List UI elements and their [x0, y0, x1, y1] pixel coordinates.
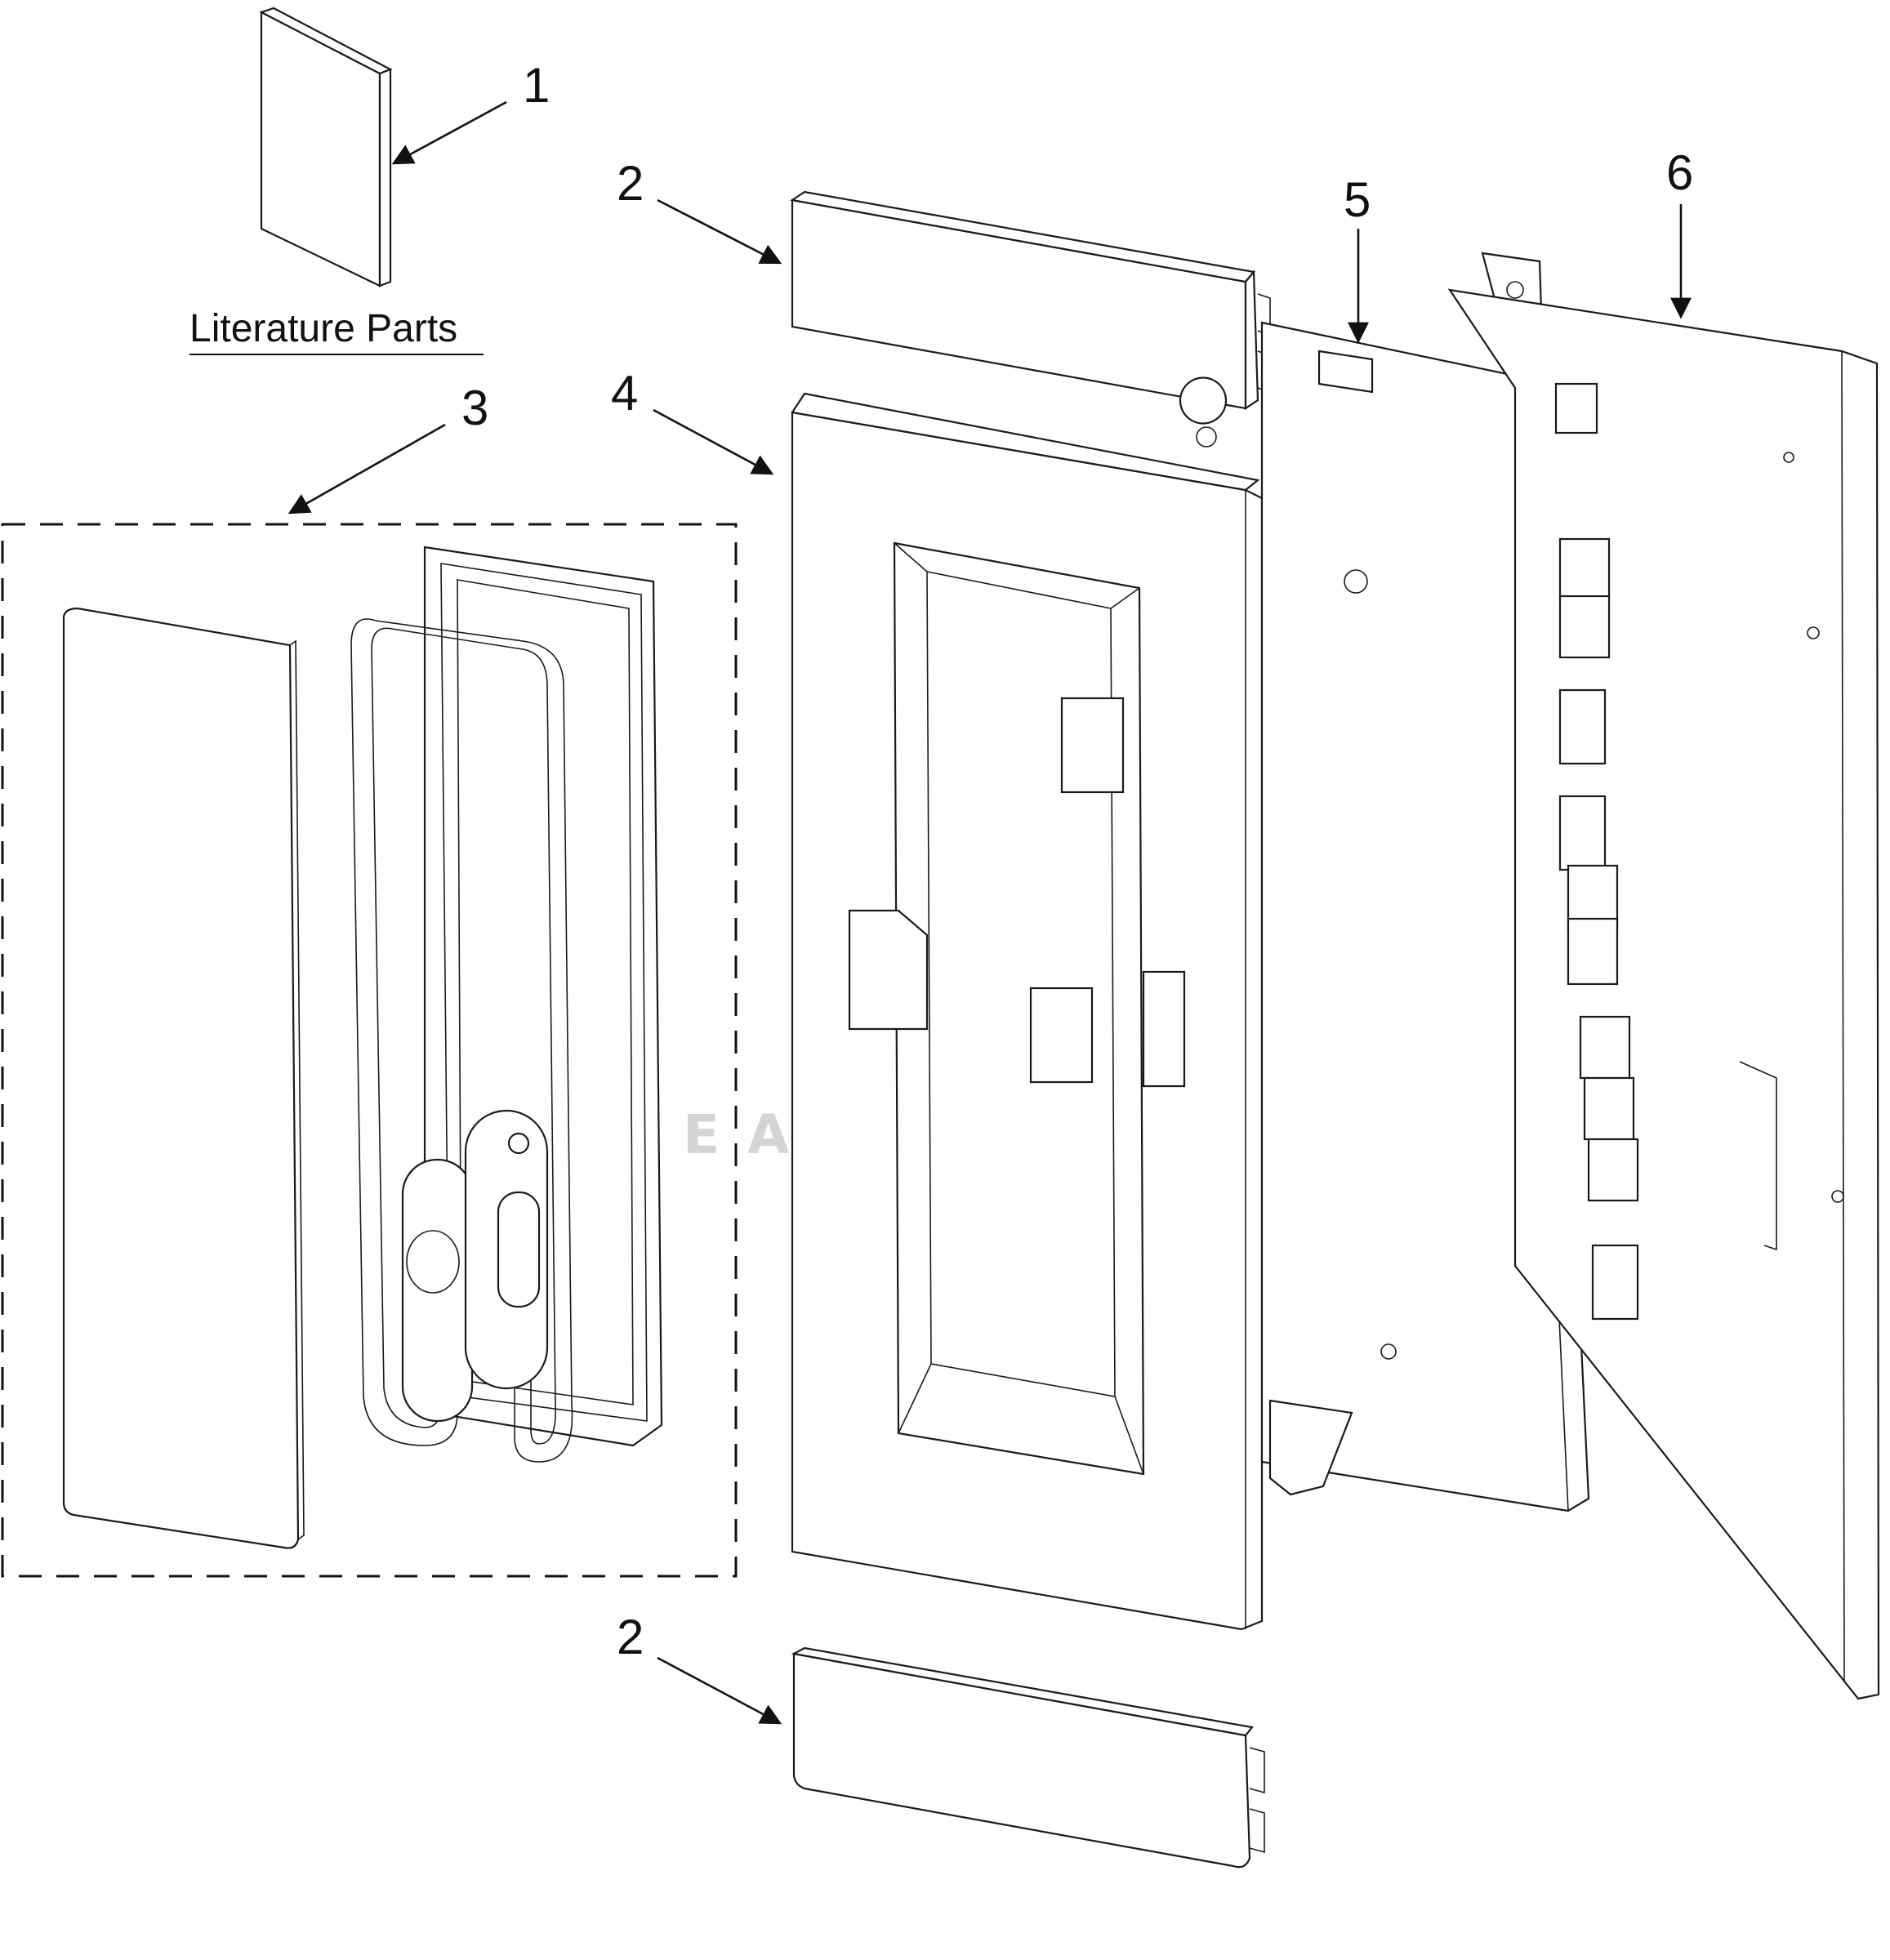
callout-3: 3 [461, 381, 488, 435]
trim-strip-top [790, 190, 1271, 411]
trim-strip-bottom [791, 1646, 1265, 1869]
assembly-3-dashed-outline [1, 523, 738, 1578]
callout-5: 5 [1344, 172, 1371, 227]
electronic-control-board [1447, 288, 1880, 1700]
lamp-cover-panel [62, 607, 305, 1549]
callout-2-top: 2 [617, 156, 644, 211]
callout-4-arrow [653, 408, 774, 475]
callout-2-bottom: 2 [617, 1610, 644, 1664]
callout-3-arrow [288, 423, 446, 514]
board-connectors [1554, 382, 1639, 1321]
callout-1-arrow [391, 100, 507, 165]
literature-parts-booklet [259, 7, 393, 287]
electronic-board-carrier [1260, 252, 1590, 1512]
callout-4: 4 [611, 366, 638, 421]
callout-1: 1 [523, 58, 550, 113]
control-panel-frame [791, 376, 1264, 1631]
callout-6: 6 [1666, 145, 1693, 200]
callout-2-top-arrow [657, 198, 782, 265]
literature-parts-caption: Literature Parts [189, 307, 457, 350]
callout-2-bottom-arrow [657, 1656, 782, 1725]
lamp-bulb-capsule [401, 1109, 549, 1423]
